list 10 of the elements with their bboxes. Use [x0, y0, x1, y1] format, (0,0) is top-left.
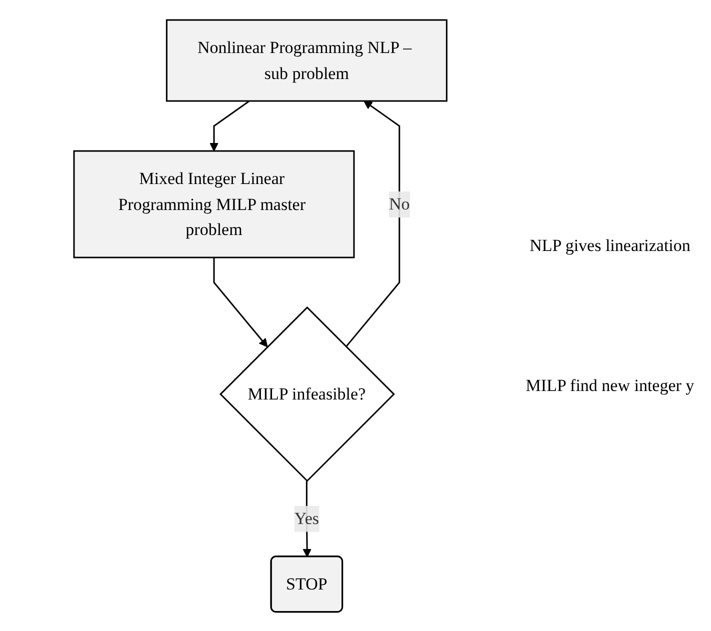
node-box: Mixed Integer Linear Programming MILP master problem [72, 150, 354, 258]
edge-label: Yes [294, 508, 319, 528]
arrow [345, 100, 400, 347]
node-diamond: MILP infeasible? [219, 306, 395, 482]
arrow [212, 257, 268, 347]
arrow [209, 100, 250, 151]
note-text: MILP find new integer y [524, 376, 696, 396]
edge-label: No [388, 194, 410, 214]
note-text: NLP gives linearization [528, 236, 692, 256]
node-box: Nonlinear Programming NLP – sub problem [166, 18, 448, 102]
